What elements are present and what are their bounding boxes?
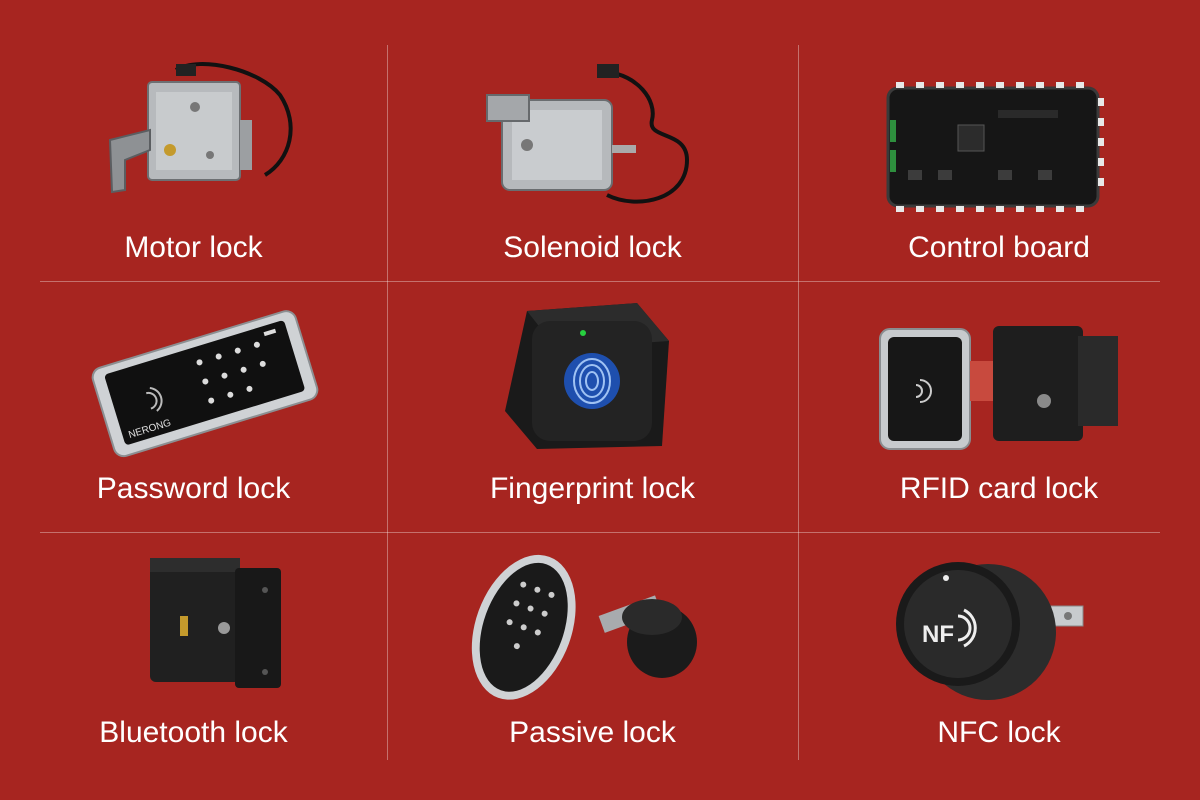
product-label: Fingerprint lock: [489, 472, 696, 505]
product-label: Solenoid lock: [503, 231, 682, 264]
product-tile-control-board: Control board: [798, 0, 1200, 281]
nfc-badge-text: NF: [922, 621, 954, 648]
control-board-icon: [886, 82, 1104, 212]
product-label: NFC lock: [937, 716, 1061, 749]
product-label: Motor lock: [124, 231, 263, 264]
product-tile-solenoid-lock: Solenoid lock: [387, 0, 798, 281]
product-tile-bluetooth-lock: Bluetooth lock: [0, 532, 387, 800]
rfid-card-lock-icon: [879, 326, 1118, 450]
product-label: Passive lock: [509, 716, 676, 749]
product-tile-password-lock: NERONG Password lock: [0, 281, 387, 532]
solenoid-lock-icon: [486, 64, 690, 204]
product-label: Bluetooth lock: [99, 716, 288, 749]
product-label: Password lock: [96, 472, 291, 505]
product-label: Control board: [908, 231, 1090, 264]
product-label: RFID card lock: [899, 472, 1099, 505]
fingerprint-lock-icon: [505, 303, 669, 449]
row-divider: [40, 281, 1160, 282]
nfc-lock-icon: NF: [896, 562, 1084, 700]
bluetooth-lock-icon: [150, 558, 281, 688]
motor-lock-icon: [108, 62, 293, 194]
row-divider: [40, 532, 1160, 533]
product-tile-motor-lock: Motor lock: [0, 0, 387, 281]
product-tile-nfc-lock: NF NFC lock: [798, 532, 1200, 800]
column-divider: [387, 45, 388, 760]
passive-lock-icon: [471, 554, 697, 700]
column-divider: [798, 45, 799, 760]
product-tile-fingerprint-lock: Fingerprint lock: [387, 281, 798, 532]
product-tile-rfid-card-lock: RFID card lock: [798, 281, 1200, 532]
password-lock-icon: NERONG: [91, 310, 319, 458]
product-tile-passive-lock: Passive lock: [387, 532, 798, 800]
